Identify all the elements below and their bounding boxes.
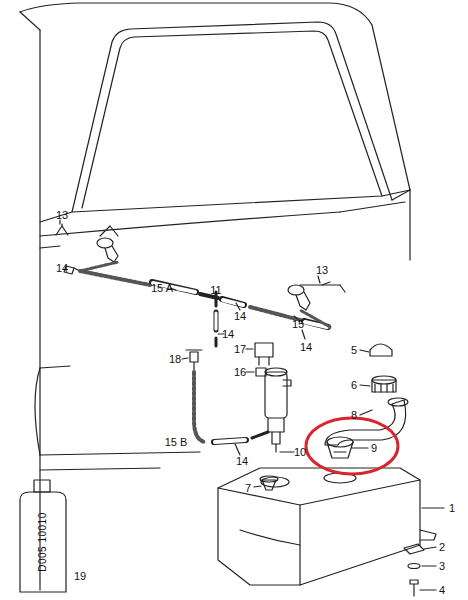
callout-number: 19: [74, 571, 86, 582]
callout-number: 13: [56, 210, 68, 221]
callout-number: 10: [294, 447, 306, 458]
callout-number: 14: [234, 311, 246, 322]
callout-number: 15 A: [151, 283, 173, 294]
part-number-print: D005 10010: [38, 512, 48, 572]
callout-number: 5: [351, 345, 357, 356]
callout-number: 14: [222, 329, 234, 340]
callout-number: 15 B: [165, 437, 188, 448]
callout-number: 16: [234, 367, 246, 378]
callout-number: 13: [316, 265, 328, 276]
callout-number: 14: [236, 456, 248, 467]
callout-number: 11: [210, 285, 221, 296]
callout-number: 8: [351, 410, 357, 421]
callout-number: 3: [439, 561, 445, 572]
callout-number: 4: [439, 585, 445, 596]
callout-number: 17: [234, 344, 246, 355]
callout-number: 14: [300, 342, 312, 353]
callout-number: 1: [449, 503, 455, 514]
callout-number: 18: [169, 354, 181, 365]
callout-number: 15: [292, 319, 304, 330]
callout-number: 2: [439, 542, 445, 553]
callout-number: 6: [351, 380, 357, 391]
callout-number: 9: [371, 443, 377, 454]
callout-number: 7: [245, 483, 251, 494]
callout-number: 14: [56, 263, 68, 274]
